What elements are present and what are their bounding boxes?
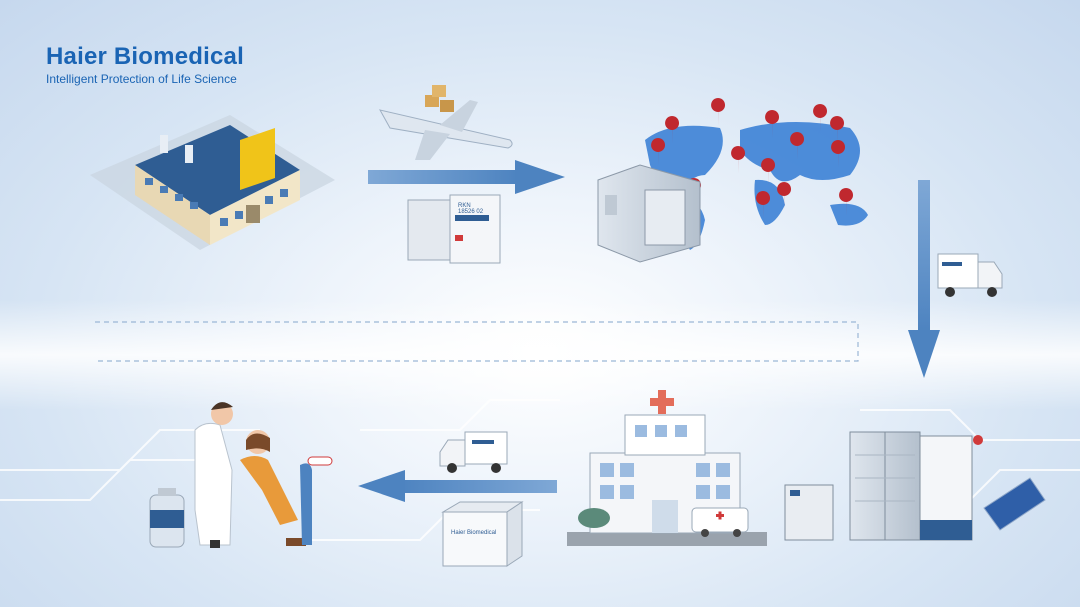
- brand-name: Haier Biomedical: [46, 43, 244, 70]
- arrow-left: [358, 470, 557, 502]
- transport-box-label: Haier Biomedical: [451, 530, 496, 536]
- transport-box: Haier Biomedical: [441, 501, 524, 567]
- light-band: [0, 300, 1080, 410]
- container-label: RKN: [458, 203, 471, 209]
- factory: [90, 115, 335, 250]
- hospital: [567, 390, 767, 546]
- medical-freezers: [784, 431, 1046, 541]
- cold-container: RKN 18526 02: [407, 194, 501, 264]
- vaccination-scene: [149, 402, 333, 548]
- delivery-truck: [439, 431, 508, 473]
- refrigerated-truck: [937, 253, 1003, 297]
- arrow-down: [908, 180, 940, 378]
- brand-logo: Haier Biomedical Intelligent Protection …: [46, 43, 244, 87]
- airplane-icon: [379, 85, 513, 160]
- dashed-frame: [95, 321, 859, 362]
- cold-room: [597, 164, 701, 263]
- brand-tagline: Intelligent Protection of Life Science: [46, 72, 237, 86]
- container-code: 18526 02: [458, 209, 484, 215]
- arrow-right: [368, 160, 565, 194]
